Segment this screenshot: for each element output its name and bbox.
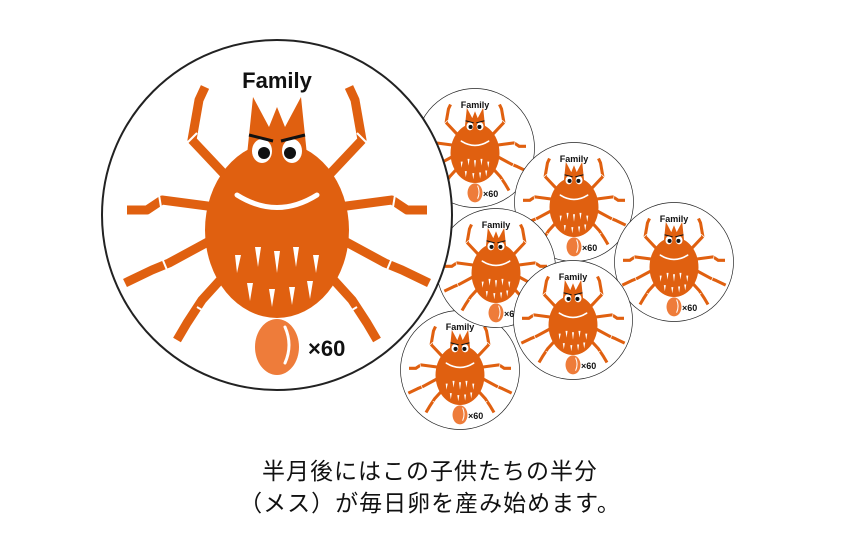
- small-circle-6-count: ×60: [581, 361, 596, 371]
- small-circle-2-count: ×60: [582, 243, 597, 253]
- small-circle-1-label: Family: [461, 100, 490, 110]
- small-circle-2-label: Family: [560, 154, 589, 164]
- small-circle-1: Family ×60: [413, 86, 537, 210]
- small-circle-6: Family ×60: [511, 258, 635, 382]
- large-circle-egg-count: ×60: [308, 336, 345, 361]
- small-circle-4-label: Family: [446, 322, 475, 332]
- small-circle-4: Family ×60: [398, 308, 522, 432]
- large-family-circle: Family ×60: [102, 40, 452, 390]
- caption-line-2: （メス）が毎日卵を産み始めます。: [239, 491, 621, 517]
- small-circle-4-count: ×60: [468, 411, 483, 421]
- small-circle-1-count: ×60: [483, 189, 498, 199]
- large-circle-label: Family: [242, 68, 312, 93]
- small-circle-2: Family ×60: [512, 140, 636, 264]
- small-circle-6-label: Family: [559, 272, 588, 282]
- small-circle-5-label: Family: [482, 220, 511, 230]
- small-circle-3: Family ×60: [612, 200, 736, 324]
- small-circle-3-count: ×60: [682, 303, 697, 313]
- small-circle-3-label: Family: [660, 214, 689, 224]
- caption-line-1: 半月後にはこの子供たちの半分: [262, 459, 598, 485]
